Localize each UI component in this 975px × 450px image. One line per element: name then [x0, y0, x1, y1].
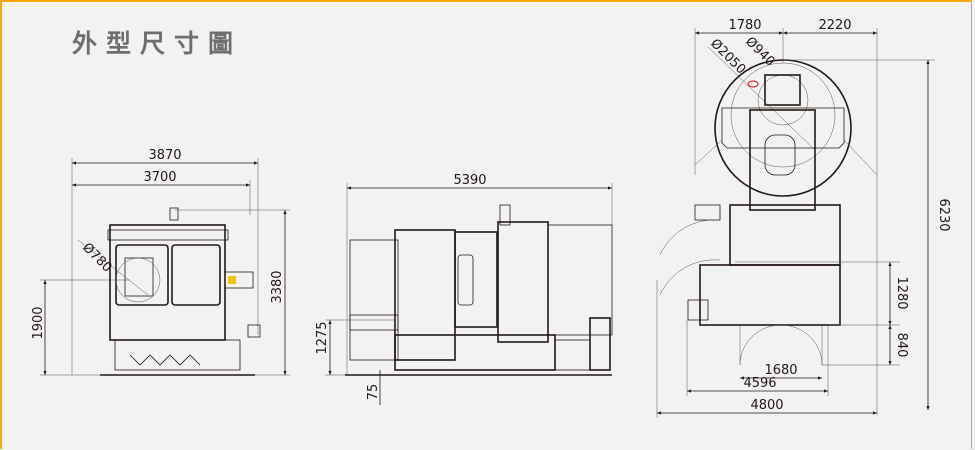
- dim-top-diameter-outer: Ø2050: [707, 36, 748, 77]
- dim-top-depth-2: 840: [894, 333, 909, 358]
- front-view: 3870 3700 1900 3380 Ø780: [31, 148, 290, 376]
- dim-top-width-overall: 4800: [750, 398, 783, 413]
- dim-front-width-overall: 3870: [148, 148, 181, 163]
- dim-top-right-offset: 2220: [818, 18, 851, 33]
- side-view: 5390 1275 75: [315, 173, 613, 405]
- page-title: 外型尺寸圖: [72, 29, 243, 58]
- dim-side-base-offset: 75: [366, 384, 381, 401]
- dim-front-width-body: 3700: [143, 170, 176, 185]
- dim-top-width-2: 4596: [743, 376, 776, 391]
- dim-top-length-overall: 6230: [936, 198, 951, 231]
- highlight-mark: [747, 80, 759, 88]
- dim-top-depth-1: 1280: [894, 276, 909, 309]
- top-view: 1780 2220 Ø2050 Ø940 6230 1280 840 1680: [656, 18, 951, 418]
- dim-top-left-offset: 1780: [728, 18, 761, 33]
- dim-side-height-table: 1275: [315, 321, 330, 354]
- dim-top-width-1: 1680: [764, 363, 797, 378]
- dim-front-height-door: 1900: [31, 306, 46, 339]
- dim-side-length: 5390: [453, 173, 486, 188]
- dim-front-height-overall: 3380: [270, 270, 285, 303]
